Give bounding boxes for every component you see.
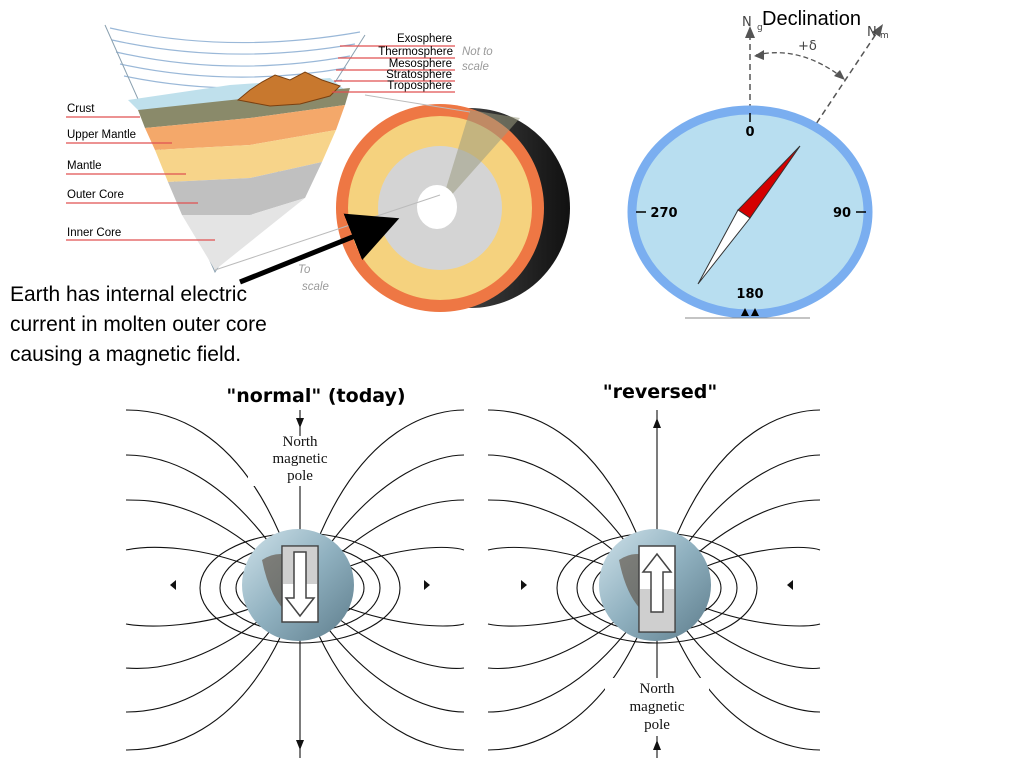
true-north-subscript: g bbox=[757, 23, 763, 33]
field-reversed-title: "reversed" bbox=[603, 381, 718, 403]
dial-label-270: 270 bbox=[650, 206, 677, 221]
magnetic-north-subscript: m bbox=[880, 31, 889, 41]
label-upper-mantle: Upper Mantle bbox=[67, 129, 136, 141]
layer-outer-core bbox=[168, 162, 322, 215]
label-inner-core: Inner Core bbox=[67, 227, 121, 239]
reversed-pole-label-1: North bbox=[640, 681, 675, 697]
mountain-relief bbox=[236, 71, 341, 107]
caption-line: current in molten outer core bbox=[10, 313, 267, 336]
compass-diagram: N g N m +δ 0 90 180 270 bbox=[627, 15, 889, 319]
layer-mantle bbox=[155, 130, 336, 182]
field-diagram-reversed: "reversed" bbox=[487, 381, 821, 758]
magnetic-north-label: N bbox=[867, 25, 877, 40]
label-stratosphere: Stratosphere bbox=[386, 69, 452, 81]
normal-pole-label-2: magnetic bbox=[273, 451, 328, 467]
magnet-arrow-down bbox=[284, 551, 316, 618]
label-crust: Crust bbox=[67, 103, 95, 115]
label-troposphere: Troposphere bbox=[387, 80, 452, 92]
magnet-arrow-up bbox=[641, 552, 673, 613]
magnetic-field-caption: Earth has internal electric current in m… bbox=[10, 280, 350, 370]
scale-note-atmosphere-1: Not to bbox=[462, 46, 493, 58]
normal-pole-label-3: pole bbox=[287, 468, 313, 484]
dial-label-0: 0 bbox=[745, 125, 754, 140]
reversed-pole-label-3: pole bbox=[644, 717, 670, 733]
magnetic-north-arrowhead bbox=[872, 24, 883, 37]
true-north-arrowhead bbox=[745, 26, 755, 38]
declination-arc bbox=[755, 52, 844, 79]
caption-line: causing a magnetic field. bbox=[10, 343, 242, 366]
layer-inner-core bbox=[182, 198, 305, 270]
layer-upper-mantle bbox=[145, 105, 345, 150]
label-outer-core: Outer Core bbox=[67, 189, 124, 201]
label-exosphere: Exosphere bbox=[397, 33, 452, 45]
label-thermosphere: Thermosphere bbox=[378, 46, 453, 58]
true-north-label: N bbox=[742, 15, 752, 30]
earth-layers-diagram: Crust Upper Mantle Mantle Outer Core Inn… bbox=[66, 24, 570, 312]
label-mantle: Mantle bbox=[67, 160, 102, 172]
label-mesosphere: Mesosphere bbox=[389, 58, 452, 70]
declination-angle-label: +δ bbox=[798, 39, 817, 54]
field-diagram-normal: "normal" (today) bbox=[125, 385, 465, 758]
dial-label-180: 180 bbox=[736, 287, 763, 302]
reversed-pole-label-2: magnetic bbox=[630, 699, 685, 715]
scale-note-interior-2: scale bbox=[302, 281, 329, 293]
earth-cutaway bbox=[214, 94, 570, 312]
declination-title: Declination bbox=[762, 8, 861, 30]
field-normal-title: "normal" (today) bbox=[226, 385, 405, 407]
pointer-arrow bbox=[239, 213, 400, 285]
caption-line: Earth has internal electric bbox=[10, 283, 247, 306]
dial-label-90: 90 bbox=[833, 206, 851, 221]
normal-pole-label-1: North bbox=[283, 434, 318, 450]
scale-note-interior-1: To bbox=[298, 264, 311, 276]
scale-note-atmosphere-2: scale bbox=[462, 61, 489, 73]
compass-needle-south bbox=[697, 209, 751, 285]
